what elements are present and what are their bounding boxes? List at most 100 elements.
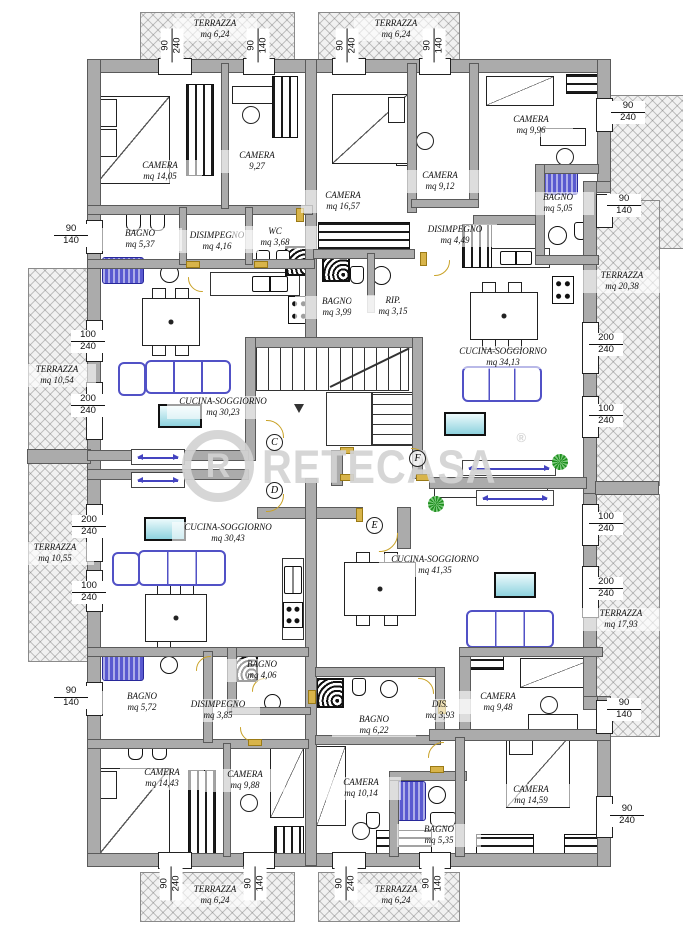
sofa-icon: [145, 360, 231, 394]
wall: [397, 507, 411, 549]
room-area: mq 30,23: [206, 407, 240, 418]
chair-icon: [175, 345, 189, 356]
dim-height: 140: [616, 204, 632, 216]
wardrobe-icon: [566, 74, 600, 94]
wall: [331, 450, 343, 486]
slide-arrow-icon: [131, 449, 185, 465]
dim-width: 100: [72, 580, 106, 593]
dim-width: 200: [589, 576, 623, 589]
wall: [313, 249, 415, 259]
room-name: TERRAZZA: [599, 608, 643, 618]
dim-height: 140: [63, 696, 79, 708]
room-name: CAMERA: [239, 150, 275, 160]
dim-width: 100: [589, 511, 623, 524]
door-jamb-icon: [296, 208, 304, 222]
slide-arrow-icon: [476, 490, 554, 506]
room-name: CAMERA: [480, 691, 516, 701]
dim-width: 90: [611, 100, 645, 113]
bath-mat-icon: [540, 171, 578, 195]
dim-height: 240: [620, 111, 636, 123]
room-area: mq 6,24: [381, 29, 411, 40]
sofa-icon: [462, 366, 542, 402]
room-name: BAGNO: [322, 296, 352, 306]
room-name: TERRAZZA: [374, 884, 418, 894]
armchair-icon: [112, 552, 140, 586]
room-area: mq 3,93: [425, 710, 455, 721]
room-label: RIP.mq 3,15: [351, 295, 435, 318]
room-area: mq 9,88: [230, 780, 260, 791]
dim-height: 240: [598, 343, 614, 355]
watermark-logo-letter: R: [205, 446, 231, 485]
room-name: BAGNO: [424, 824, 454, 834]
room-name: RIP.: [385, 295, 401, 305]
door-jamb-icon: [186, 261, 200, 268]
wardrobe-icon: [318, 222, 410, 250]
room-name: BAGNO: [543, 192, 573, 202]
wall: [221, 63, 229, 209]
toilet-icon: [350, 266, 364, 284]
door-jamb-icon: [430, 766, 444, 773]
room-area: mq 6,24: [381, 895, 411, 906]
room-name: TERRAZZA: [600, 270, 644, 280]
dim-height: 140: [433, 37, 445, 54]
slide-arrow-icon: [131, 472, 185, 488]
dim-height: 140: [616, 708, 632, 720]
sofa-icon: [466, 610, 554, 648]
room-name: CAMERA: [343, 777, 379, 787]
room-name: CUCINA-SOGGIORNO: [179, 396, 267, 406]
wall: [412, 337, 423, 479]
room-area: mq 9,12: [425, 181, 455, 192]
room-name: TERRAZZA: [374, 18, 418, 28]
room-name: CUCINA-SOGGIORNO: [184, 522, 272, 532]
wall: [87, 259, 315, 269]
wall: [223, 743, 231, 857]
pillow-icon: [99, 99, 117, 127]
washbasin-icon: [380, 680, 398, 698]
pillow-icon: [388, 97, 405, 123]
dim-height: 140: [432, 875, 444, 892]
room-name: BAGNO: [125, 228, 155, 238]
entrance-label-e: E: [366, 517, 383, 534]
room-area: mq 9,48: [483, 702, 513, 713]
room-name: CAMERA: [513, 784, 549, 794]
bath-mat-icon: [397, 781, 426, 821]
tv-icon: [494, 572, 536, 598]
room-area: mq 6,22: [359, 725, 389, 736]
room-name: DISIMPEGNO: [189, 230, 245, 240]
room-area: mq 5,37: [125, 239, 155, 250]
dim-height: 140: [257, 37, 269, 54]
room-area: mq 34,13: [486, 357, 520, 368]
bath-mat-icon: [102, 654, 144, 681]
door-jamb-icon: [340, 474, 354, 481]
room-area: mq 3,15: [378, 306, 408, 317]
entrance-label-d: D: [266, 482, 283, 499]
room-area: mq 4,16: [202, 241, 232, 252]
wall: [535, 164, 599, 174]
room-name: BAGNO: [359, 714, 389, 724]
chair-icon: [242, 106, 260, 124]
dim-width: 90: [54, 685, 88, 698]
